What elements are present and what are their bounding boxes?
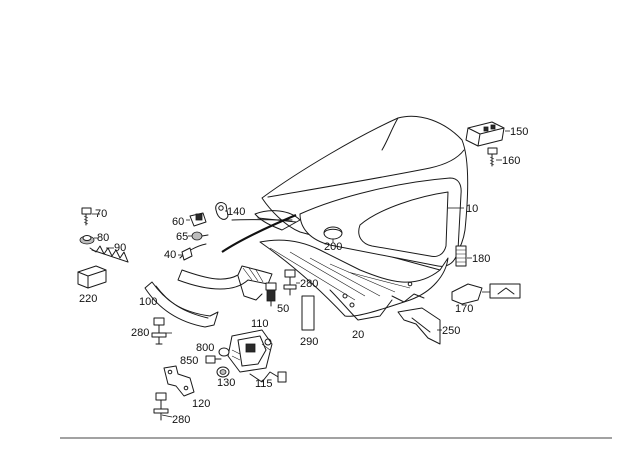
callout-90: 90 xyxy=(114,242,126,254)
striker-150 xyxy=(465,121,505,147)
hinge-bracket xyxy=(177,265,273,301)
clip-60 xyxy=(189,212,207,227)
callout-170: 170 xyxy=(455,303,473,315)
bolt-280-lower xyxy=(153,392,169,421)
callout-80: 80 xyxy=(97,232,109,244)
callout-250: 250 xyxy=(442,325,460,337)
callout-180: 180 xyxy=(472,253,490,265)
callout-50: 50 xyxy=(277,303,289,315)
trim-250 xyxy=(397,307,441,345)
bolt-280-left xyxy=(151,317,167,345)
callout-40: 40 xyxy=(164,249,176,261)
strut-140 xyxy=(215,202,297,253)
lock-assembly-110 xyxy=(227,329,273,373)
callout-200: 200 xyxy=(324,241,342,253)
callout-100: 100 xyxy=(139,296,157,308)
callout-800: 800 xyxy=(196,342,214,354)
callout-70: 70 xyxy=(95,208,107,220)
washer-80 xyxy=(79,235,95,245)
grommet-65 xyxy=(191,231,209,241)
callout-290: 290 xyxy=(300,336,318,348)
callout-150: 150 xyxy=(510,126,528,138)
trunk-lid xyxy=(254,115,469,321)
strip-290 xyxy=(301,295,315,331)
callout-60: 60 xyxy=(172,216,184,228)
part-800 xyxy=(218,347,230,357)
spring-90 xyxy=(89,245,129,263)
round-cap-200 xyxy=(323,226,343,240)
rod-115 xyxy=(249,371,287,383)
callout-110: 110 xyxy=(251,318,269,330)
part-850 xyxy=(205,355,222,364)
callout-280-middle: 280 xyxy=(300,278,318,290)
callout-220: 220 xyxy=(79,293,97,305)
block-220 xyxy=(77,265,107,289)
bolt-50 xyxy=(265,282,277,307)
callout-20: 20 xyxy=(352,329,364,341)
buffer-180 xyxy=(455,245,467,267)
callout-65: 65 xyxy=(176,231,188,243)
switch-170 xyxy=(451,283,521,305)
grommet-130 xyxy=(216,366,230,378)
callout-850: 850 xyxy=(180,355,198,367)
leader-lines xyxy=(92,130,510,418)
callout-160: 160 xyxy=(502,155,520,167)
bracket-120 xyxy=(163,365,195,397)
bolt-280-middle xyxy=(283,269,297,296)
callout-10: 10 xyxy=(466,203,478,215)
callout-120: 120 xyxy=(192,398,210,410)
hinge-100 xyxy=(144,281,219,328)
cable-40 xyxy=(179,243,207,261)
callout-140: 140 xyxy=(227,206,245,218)
callout-280-lower: 280 xyxy=(172,414,190,426)
callout-130: 130 xyxy=(217,377,235,389)
screw-160 xyxy=(487,147,498,167)
callout-115: 115 xyxy=(255,378,273,390)
callout-280-left: 280 xyxy=(131,327,149,339)
screw-70 xyxy=(81,207,92,226)
callout-labels: 10 20 40 50 60 65 70 80 90 100 110 115 1… xyxy=(79,126,528,426)
